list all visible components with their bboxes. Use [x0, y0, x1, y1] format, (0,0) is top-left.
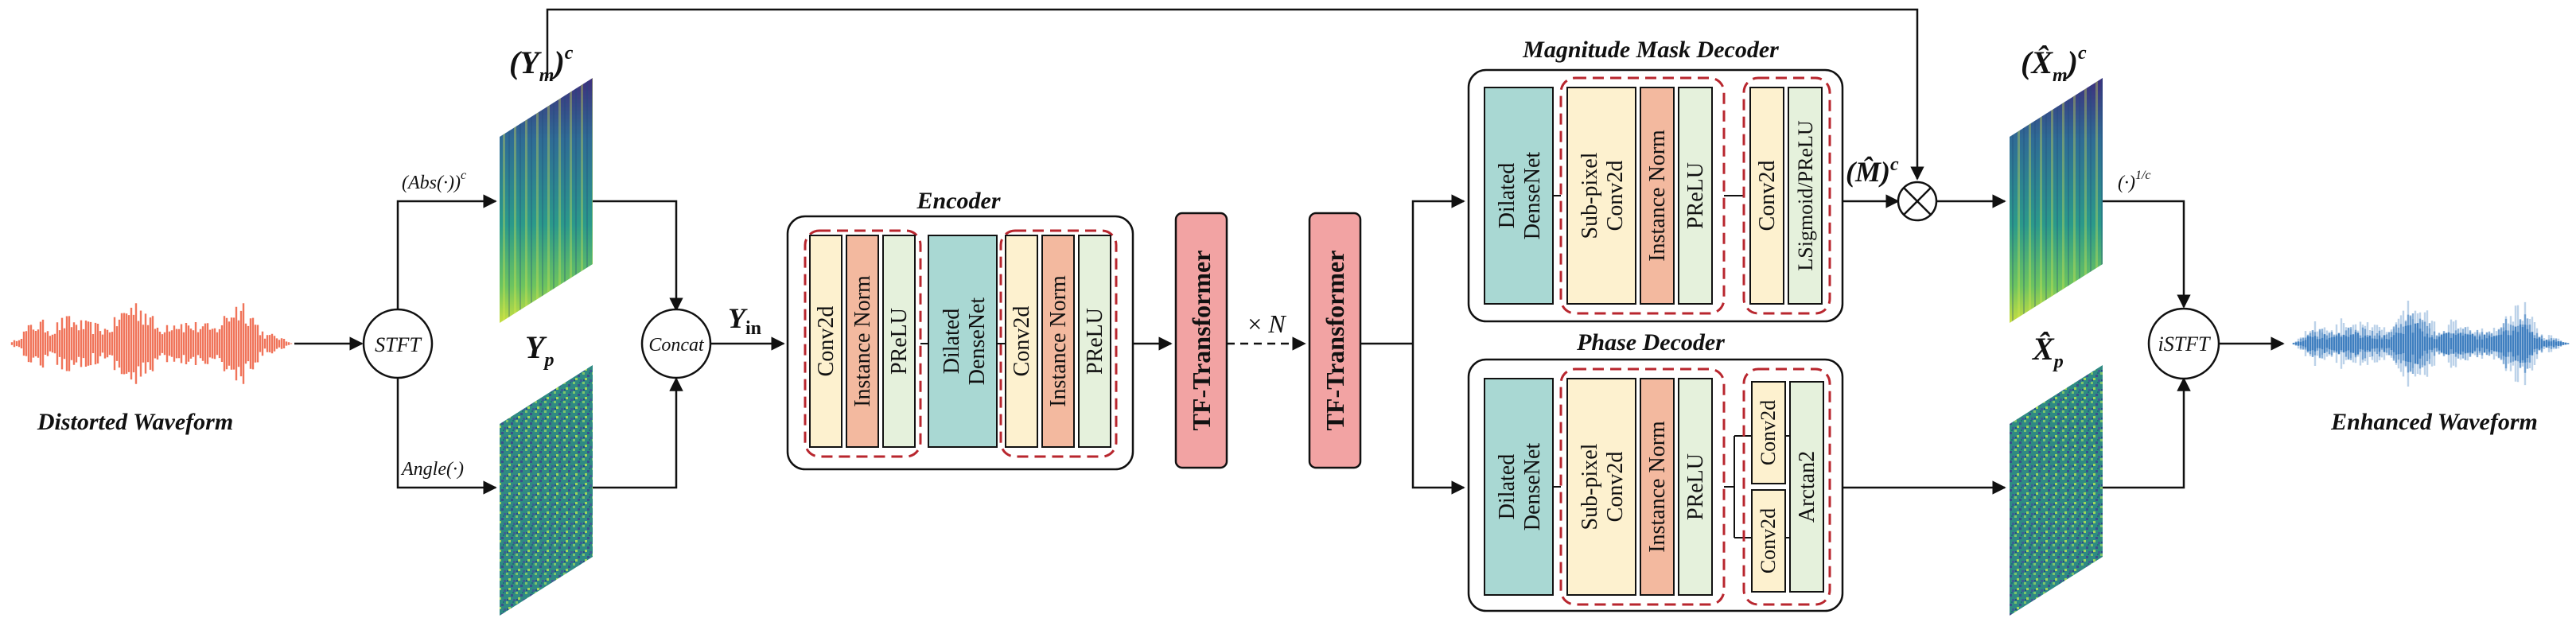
- abs-operator-label: (Abs(·))c: [402, 169, 466, 193]
- yin-label: Yin: [728, 302, 761, 339]
- encoder-densenet-label: DenseNet: [965, 297, 990, 386]
- encoder-conv2d-2-label: Conv2d: [1010, 306, 1034, 377]
- istft-label: iSTFT: [2158, 332, 2211, 356]
- tf-transformer-2: [1308, 212, 1362, 469]
- encoder-prelu-2: [1078, 235, 1111, 448]
- xm-label: (X̂m)c: [2021, 43, 2087, 86]
- encoder-conv2d-1-label: Conv2d: [814, 306, 839, 377]
- encoder-instance-norm-1-label: Instance Norm: [850, 275, 875, 407]
- distorted-waveform-icon: [10, 303, 293, 384]
- mag-prelu: [1678, 87, 1713, 305]
- phase-conv2d-real-label: Conv2d: [1757, 400, 1780, 465]
- mask-label: (M̂)c: [1846, 154, 1899, 188]
- phase-spectrogram-output: [2010, 365, 2103, 616]
- mag-subpixel-label: Sub-pixel: [1578, 152, 1602, 239]
- concat-label: Concat: [648, 335, 705, 356]
- phase-prelu-label: PReLU: [1683, 453, 1708, 520]
- ym-compressed-label: (Ym)c: [509, 43, 574, 86]
- phase-conv2d-real: [1751, 381, 1786, 484]
- mag-mask-group: [1742, 76, 1831, 315]
- mag-instance-norm-label: Instance Norm: [1645, 130, 1670, 262]
- encoder-prelu-2-label: PReLU: [1083, 308, 1107, 375]
- mag-dilated-label: Dilated: [1495, 163, 1520, 228]
- encoder-instance-norm-1: [846, 235, 879, 448]
- mag-lsigmoid-prelu-label: LSigmoid/PReLU: [1794, 120, 1817, 270]
- tf-transformer-1: [1174, 212, 1228, 469]
- magnitude-spectrogram-input: [500, 78, 593, 323]
- phase-prelu: [1678, 378, 1713, 596]
- phase-subpixel-conv2d-label: Conv2d: [1603, 452, 1628, 523]
- mag-instance-norm: [1640, 87, 1675, 305]
- mag-subpixel-conv2d-label: Conv2d: [1603, 161, 1628, 231]
- phase-subpixel-conv2d: [1566, 378, 1636, 596]
- encoder-group-1: [804, 229, 922, 458]
- mag-conv2d-label: Conv2d: [1755, 161, 1780, 231]
- encoder-title: Encoder: [916, 188, 1001, 214]
- encoder-instance-norm-2-label: Instance Norm: [1046, 275, 1071, 407]
- distorted-waveform-label: Distorted Waveform: [37, 409, 233, 435]
- phase-conv2d-imag-label: Conv2d: [1757, 508, 1780, 573]
- angle-operator-label: Angle(·): [400, 459, 464, 480]
- encoder-conv2d-2: [1005, 235, 1038, 448]
- mag-densenet-label: DenseNet: [1520, 152, 1545, 240]
- mag-conv2d: [1749, 87, 1784, 305]
- phase-arctan2-label: Arctan2: [1795, 451, 1819, 523]
- phase-instance-norm-label: Instance Norm: [1645, 421, 1670, 553]
- encoder-conv2d-1: [809, 235, 842, 448]
- phase-densenet-label: DenseNet: [1520, 443, 1545, 531]
- phase-dilated-label: Dilated: [1495, 454, 1520, 519]
- mag-prelu-label: PReLU: [1683, 162, 1708, 229]
- mag-dilated-densenet: [1484, 87, 1554, 305]
- tf-transformer-1-label: TF-Transformer: [1187, 251, 1216, 431]
- encoder-instance-norm-2: [1041, 235, 1075, 448]
- phase-arctan2: [1789, 381, 1824, 593]
- mag-lsigmoid-prelu: [1788, 87, 1823, 305]
- encoder-dilated-label: Dilated: [940, 309, 964, 374]
- encoder-prelu-1-label: PReLU: [887, 308, 912, 375]
- phase-decoder-title: Phase Decoder: [1576, 329, 1725, 356]
- mag-subpixel-conv2d: [1566, 87, 1636, 305]
- inverse-compression-label: (·)1/c: [2118, 169, 2151, 193]
- magnitude-decoder-title: Magnitude Mask Decoder: [1522, 37, 1779, 63]
- phase-estimation-group: [1742, 367, 1831, 606]
- tf-transformer-2-label: TF-Transformer: [1321, 251, 1349, 431]
- repeat-n-label: × N: [1247, 309, 1286, 338]
- enhanced-waveform-icon: [2292, 301, 2570, 387]
- phase-dilated-densenet: [1484, 378, 1554, 596]
- xp-label: X̂p: [2031, 331, 2064, 372]
- phase-spectrogram-input: [500, 365, 593, 616]
- encoder-dilated-densenet: [928, 235, 998, 448]
- yp-label: Yp: [525, 329, 554, 371]
- phase-instance-norm: [1640, 378, 1675, 596]
- encoder-prelu-1: [882, 235, 916, 448]
- phase-subpixel-label: Sub-pixel: [1578, 443, 1602, 530]
- phase-conv2d-imag: [1751, 489, 1786, 593]
- stft-label: STFT: [375, 333, 422, 356]
- enhanced-waveform-label: Enhanced Waveform: [2330, 409, 2538, 435]
- magnitude-spectrogram-output: [2010, 78, 2103, 323]
- encoder-group-2: [999, 229, 1118, 458]
